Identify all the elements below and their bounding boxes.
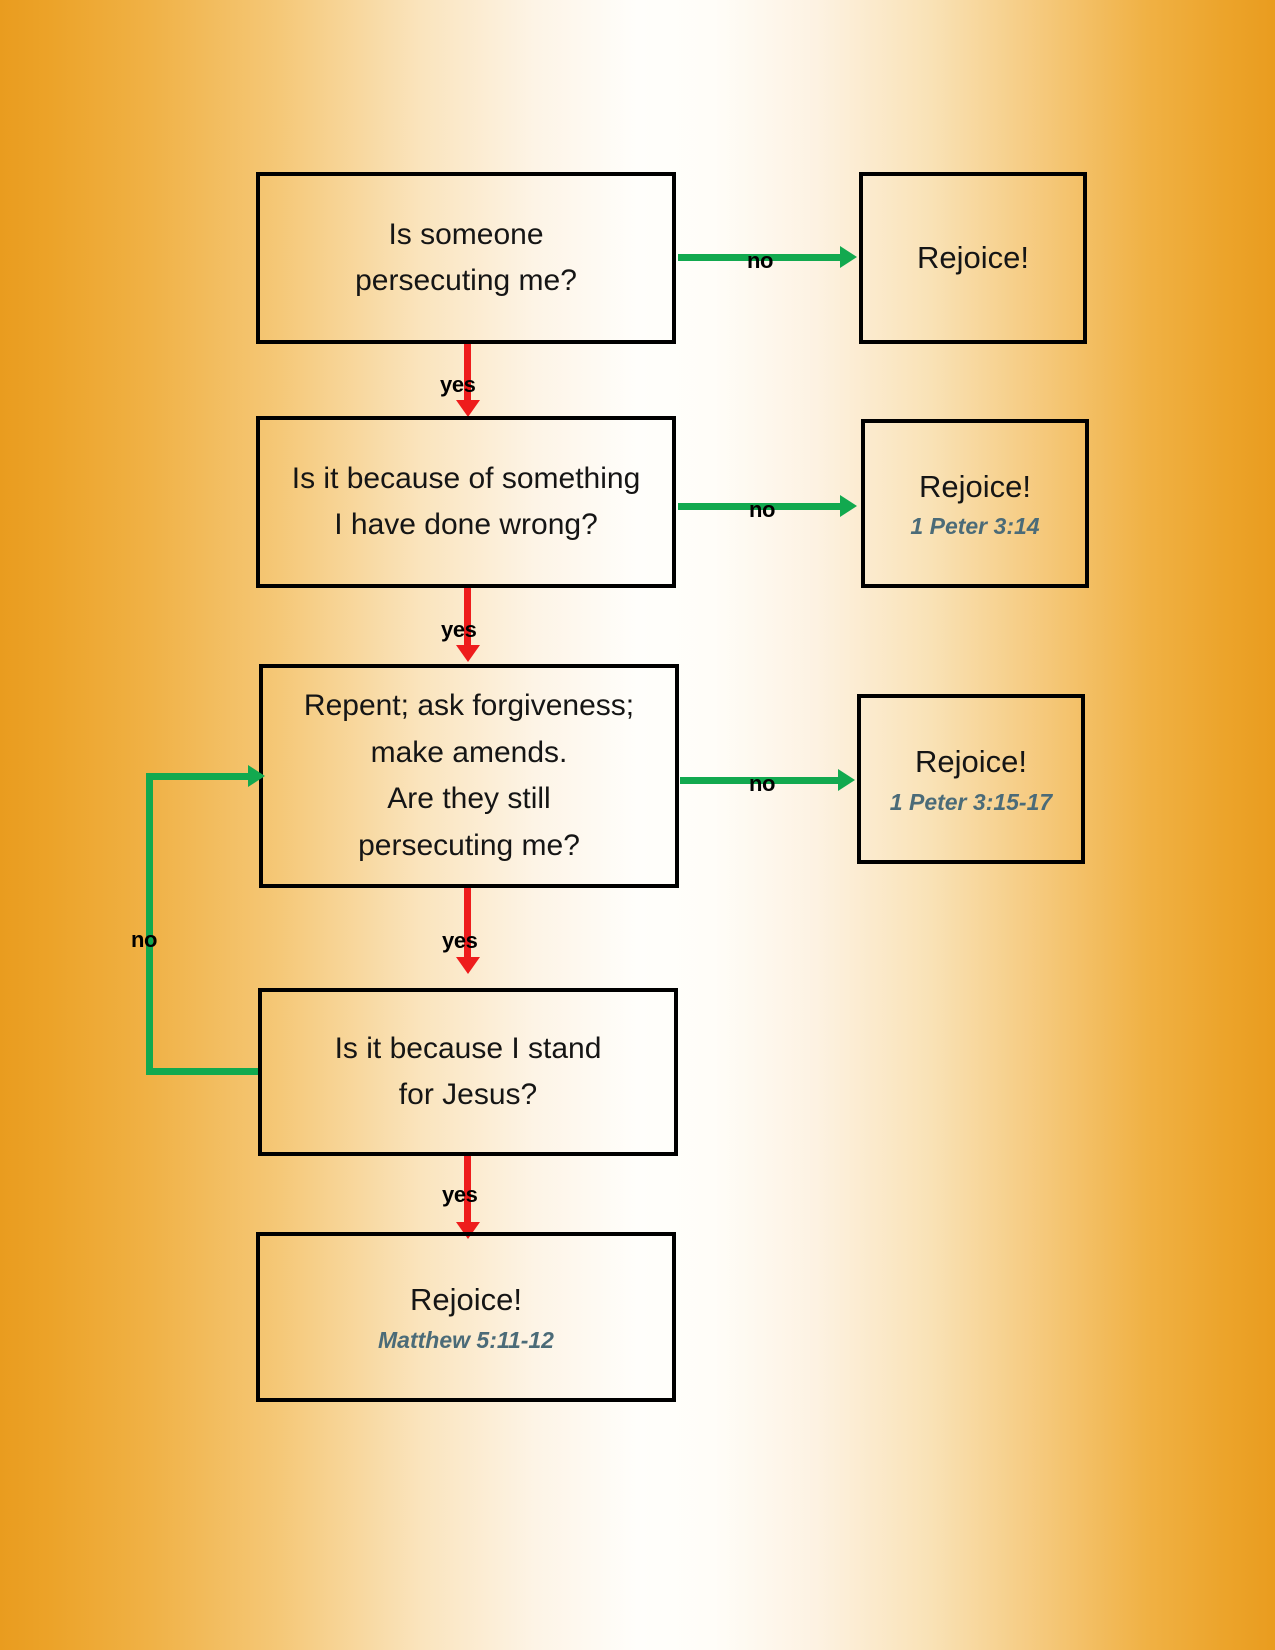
connector-yes4-line (464, 1156, 471, 1226)
label-no2: no (749, 497, 776, 522)
connector-yes1-arrowhead (456, 400, 480, 417)
node-question-persecuting[interactable]: Is someone persecuting me? (256, 172, 676, 344)
label-yes1: yes (440, 372, 476, 397)
node-q3-line1: Repent; ask forgiveness; (303, 689, 635, 722)
connector-no3-arrowhead (838, 769, 855, 791)
label-no-loop: no (131, 927, 158, 952)
node-q2-line2: I have done wrong? (334, 508, 598, 541)
node-q3-line3: Are they still (387, 782, 551, 815)
connector-no2-arrowhead (840, 495, 857, 517)
node-question-repent[interactable]: Repent; ask forgiveness; make amends. Ar… (259, 664, 679, 888)
connector-no1-arrowhead (840, 246, 857, 268)
connector-yes1-line (464, 344, 471, 406)
node-q2-line1: Is it because of something (291, 461, 641, 495)
label-yes2: yes (441, 617, 477, 642)
node-r3-heading: Rejoice! (915, 744, 1027, 780)
connector-loop-bottom (146, 1068, 262, 1075)
connector-yes2-line (464, 588, 471, 650)
node-r2-reference: 1 Peter 3:14 (910, 513, 1040, 540)
node-question-stand-for-jesus[interactable]: Is it because I stand for Jesus? (258, 988, 678, 1156)
label-yes4: yes (442, 1182, 478, 1207)
connector-yes3-arrowhead (456, 957, 480, 974)
node-result-rejoice-3[interactable]: Rejoice! 1 Peter 3:15-17 (857, 694, 1085, 864)
node-r4-heading: Rejoice! (410, 1282, 522, 1318)
node-q4-line2: for Jesus? (398, 1078, 538, 1111)
connector-no3-line (680, 777, 838, 784)
connector-yes3-line (464, 888, 471, 961)
connector-loop-top (146, 773, 252, 780)
node-q3-line4: persecuting me? (358, 828, 580, 862)
label-no1: no (747, 248, 774, 273)
label-yes3: yes (442, 928, 478, 953)
node-q4-line1: Is it because I stand (334, 1031, 602, 1065)
node-r1-heading: Rejoice! (917, 240, 1029, 276)
label-no3: no (749, 771, 776, 796)
connector-loop-arrowhead (248, 765, 265, 787)
node-r3-reference: 1 Peter 3:15-17 (889, 788, 1053, 815)
node-result-rejoice-2[interactable]: Rejoice! 1 Peter 3:14 (861, 419, 1089, 588)
node-q3-line2: make amends. (370, 735, 568, 769)
node-q1-line2: persecuting me? (355, 264, 577, 297)
connector-loop-vertical (146, 773, 153, 1075)
node-r2-heading: Rejoice! (919, 468, 1031, 504)
node-r4-reference: Matthew 5:11-12 (378, 1326, 554, 1353)
node-result-rejoice-1[interactable]: Rejoice! (859, 172, 1087, 344)
connector-no2-line (678, 503, 840, 510)
connector-no1-line (678, 254, 840, 261)
node-result-rejoice-final[interactable]: Rejoice! Matthew 5:11-12 (256, 1232, 676, 1402)
connector-yes2-arrowhead (456, 645, 480, 662)
node-question-done-wrong[interactable]: Is it because of something I have done w… (256, 416, 676, 588)
node-q1-line1: Is someone (388, 217, 544, 251)
